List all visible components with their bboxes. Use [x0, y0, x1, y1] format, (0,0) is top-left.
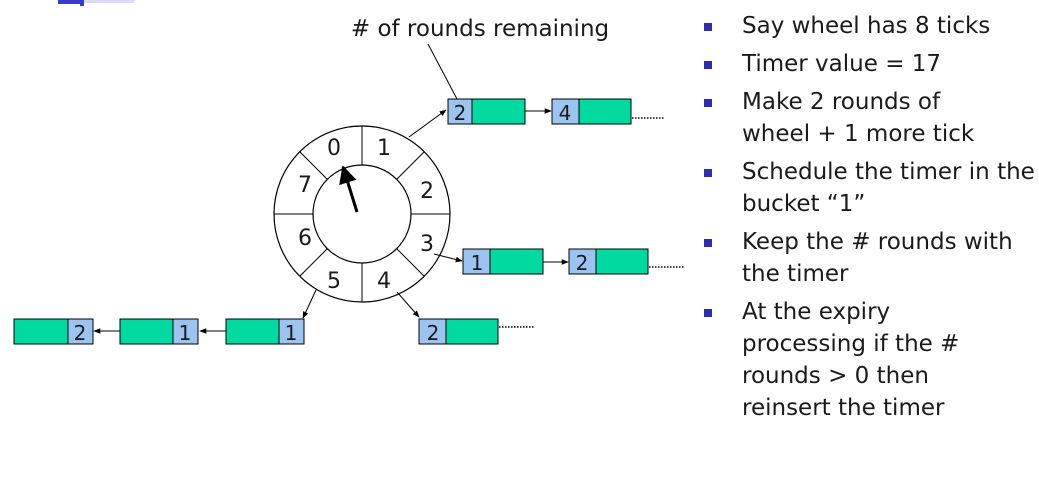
annotation-pointer-line	[427, 43, 458, 100]
bullet-item: Say wheel has 8 ticks	[702, 10, 1032, 42]
slot1-chain-arrow	[408, 109, 447, 138]
bullet-text: Keep the # rounds with the timer	[742, 229, 1013, 287]
slide-corner-decoration	[58, 0, 134, 6]
square-bullet-icon	[704, 239, 712, 247]
wheel-slot-divider	[396, 151, 425, 180]
bullet-item: Timer value = 17	[702, 48, 1032, 80]
square-bullet-icon	[704, 61, 712, 69]
rounds-count: 4	[559, 101, 572, 125]
rounds-count: 2	[427, 321, 440, 345]
bullet-item: Schedule the timer in the bucket “1”	[702, 156, 1039, 220]
wheel-slot-0: 0	[327, 136, 341, 161]
bullet-text: Make 2 rounds of wheel + 1 more tick	[742, 89, 975, 147]
slot3-timer-chain: 1 2	[462, 248, 684, 275]
slot5-chain-arrow	[302, 289, 317, 319]
square-bullet-icon	[704, 309, 712, 317]
timer-node: 2	[418, 318, 499, 345]
rounds-remaining-annotation: # of rounds remaining	[351, 16, 609, 42]
wheel-slot-4: 4	[377, 269, 391, 294]
rounds-count: 1	[285, 321, 298, 345]
wheel-slot-divider	[396, 248, 425, 277]
slot5-timer-chain: 1 1 2	[13, 318, 305, 345]
timer-node: 1	[119, 318, 199, 345]
timer-node: 1	[225, 318, 305, 345]
bullet-text: Schedule the timer in the bucket “1”	[742, 159, 1035, 217]
wheel-slot-3: 3	[420, 232, 434, 257]
explanation-bullet-list: Say wheel has 8 ticks Timer value = 17 M…	[702, 10, 1035, 430]
rounds-count: 2	[576, 251, 589, 275]
slot3-chain-arrow	[433, 253, 463, 263]
wheel-inner-ring	[312, 164, 412, 264]
timing-wheel-diagram: # of rounds remaining 0 1 2 3 4 5 6 7 2	[13, 16, 684, 345]
rounds-count: 1	[179, 321, 192, 345]
timer-node: 4	[551, 98, 632, 125]
bullet-item: Make 2 rounds of wheel + 1 more tick	[702, 86, 982, 150]
slot4-chain-arrow	[396, 291, 420, 318]
wheel-slot-2: 2	[420, 179, 434, 204]
slot1-timer-chain: 2 4	[447, 98, 665, 125]
timer-node: 2	[447, 98, 526, 125]
bullet-item: Keep the # rounds with the timer	[702, 226, 1032, 290]
square-bullet-icon	[704, 23, 712, 31]
slot4-timer-chain: 2	[418, 318, 534, 345]
wheel-slot-6: 6	[298, 226, 312, 251]
wheel-pointer-hand	[339, 165, 359, 213]
timer-node: 2	[13, 318, 94, 345]
timing-wheel: 0 1 2 3 4 5 6 7	[273, 125, 451, 303]
timer-node: 1	[462, 248, 544, 275]
rounds-count: 1	[471, 251, 484, 275]
bullet-text: Say wheel has 8 ticks	[742, 13, 991, 39]
rounds-count: 2	[74, 321, 87, 345]
wheel-slot-7: 7	[298, 173, 312, 198]
wheel-slot-1: 1	[377, 136, 391, 161]
wheel-slot-divider	[299, 248, 328, 277]
bullet-text: At the expiry processing if the # rounds…	[742, 299, 960, 421]
timer-node: 2	[568, 248, 649, 275]
wheel-slot-divider	[299, 151, 328, 180]
bullet-text: Timer value = 17	[742, 51, 942, 77]
bullet-item: At the expiry processing if the # rounds…	[702, 296, 1012, 424]
square-bullet-icon	[704, 169, 712, 177]
rounds-count: 2	[454, 101, 467, 125]
wheel-slot-5: 5	[327, 269, 341, 294]
square-bullet-icon	[704, 99, 712, 107]
